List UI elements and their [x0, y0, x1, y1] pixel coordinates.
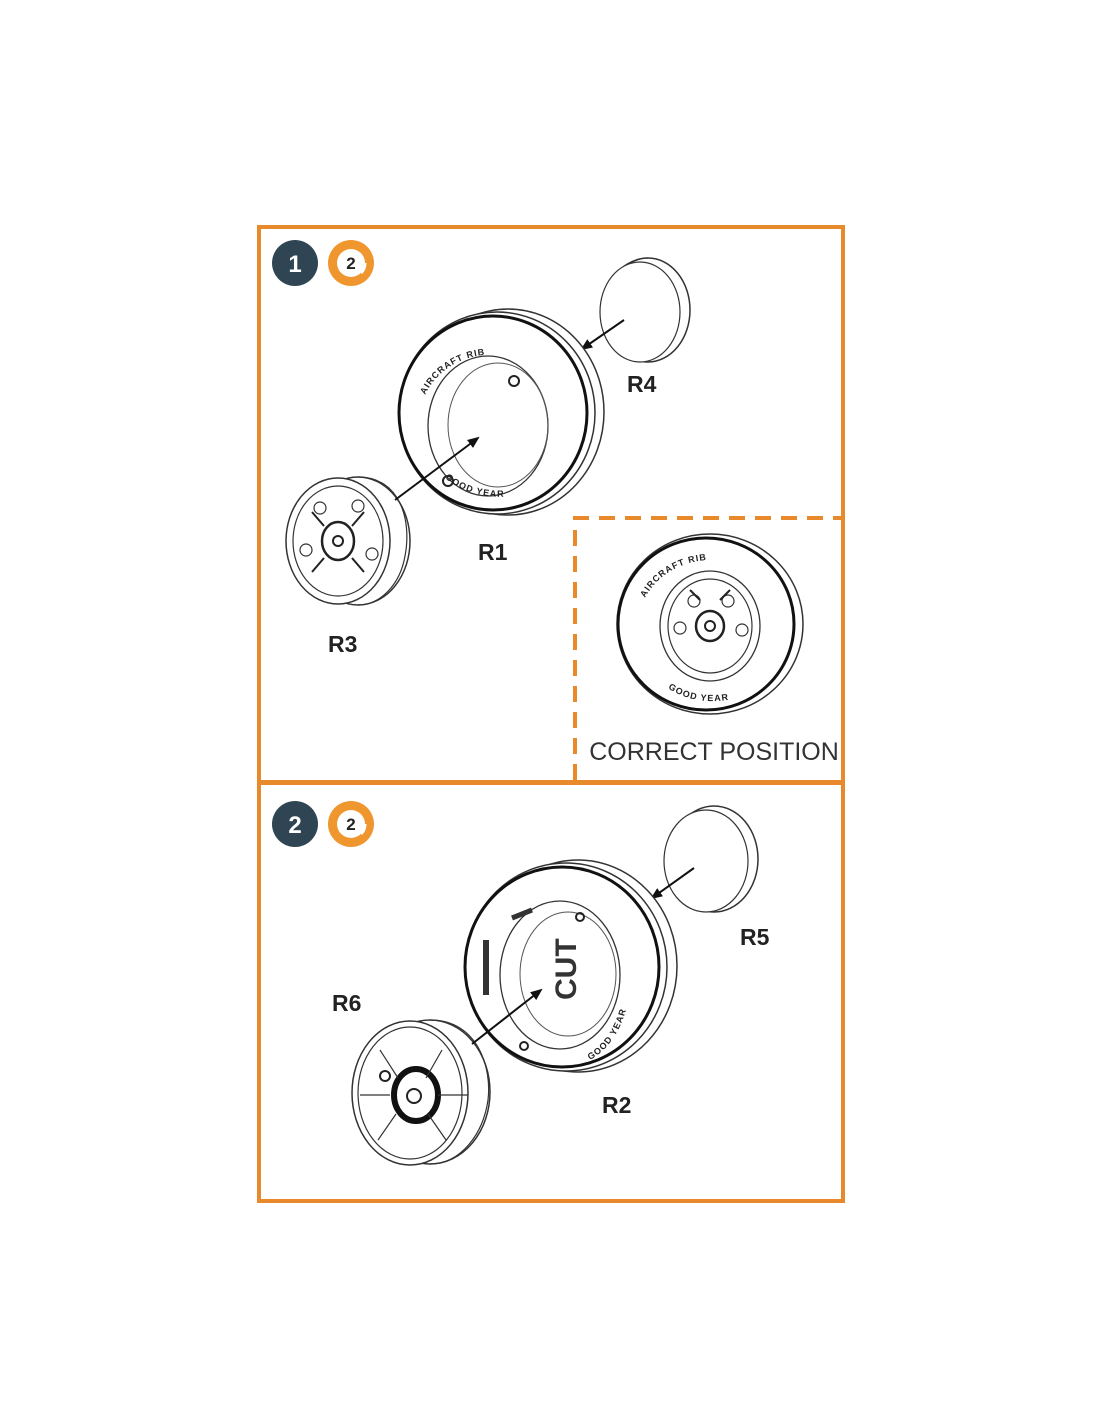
inset-caption: CORRECT POSITION [589, 738, 839, 766]
inset-dashed-frame [573, 516, 843, 780]
step2-step-number: 2 [288, 812, 301, 839]
label-r2: R2 [602, 1092, 631, 1118]
step1-arrow-r4 [580, 319, 625, 351]
step1-tire-r1: AIRCRAFT RIB GOOD YEAR [397, 308, 605, 516]
step2-hub-r6 [351, 1019, 491, 1166]
inset-assembled-wheel: AIRCRAFT RIB GOOD YEAR [616, 533, 804, 715]
step2-tire-r2: CUT GOOD YEAR [463, 859, 678, 1073]
label-r5: R5 [740, 924, 770, 950]
cut-note: CUT [550, 938, 583, 1000]
step2-frame [257, 781, 845, 1203]
label-r3: R3 [328, 631, 357, 657]
repeat-twice-icon [337, 810, 365, 838]
step1-repeat-count: 2 [346, 254, 355, 273]
step1-step-badge: 1 [272, 240, 318, 286]
label-r4: R4 [627, 371, 657, 397]
step2-arrow-r6 [471, 988, 543, 1045]
step2-arrow-r5 [650, 867, 695, 900]
step1-repeat-badge: 2 [328, 240, 374, 286]
repeat-twice-icon [337, 249, 365, 277]
step1-step-number: 1 [288, 251, 301, 278]
step1-arrow-r3 [394, 436, 480, 501]
step2-repeat-badge: 2 [328, 801, 374, 847]
step1-hub-r3 [285, 476, 411, 606]
label-r6: R6 [332, 990, 361, 1016]
step2-repeat-count: 2 [346, 815, 355, 834]
step2-rim-cap-r5 [663, 805, 759, 913]
label-r1: R1 [478, 539, 508, 565]
step2-step-badge: 2 [272, 801, 318, 847]
step1-rim-cap-r4 [599, 257, 691, 363]
